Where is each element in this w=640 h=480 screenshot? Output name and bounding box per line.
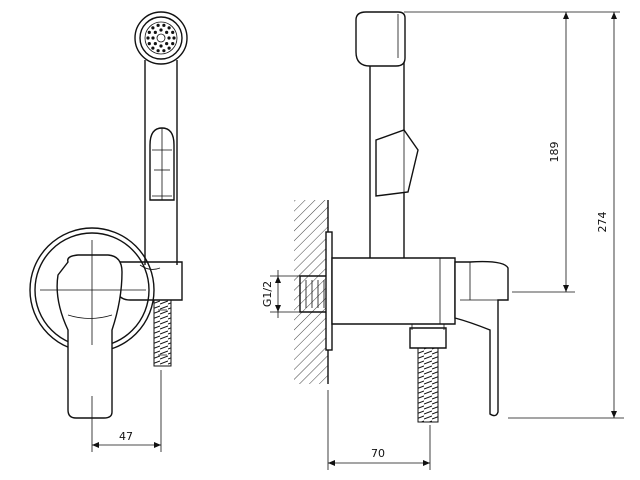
front-view: 47 [29,11,188,452]
shower-head-side [355,11,406,67]
mixer-lever-front [56,254,123,419]
nozzle-dot [162,49,166,53]
nozzle-dot [153,42,157,46]
shower-head-front [134,11,188,65]
nozzle-dot [159,28,163,32]
nozzle-dot [171,30,175,34]
hose-front [153,299,172,367]
mixer-lever-side [454,260,509,417]
thread-label: G1/2 [261,281,274,307]
dimension-70: 70 [327,390,431,470]
nozzle-dot [156,49,160,53]
dimension-274: 274 [508,12,624,419]
nozzle-dot [171,42,175,46]
dim-274-label: 274 [596,212,609,233]
nozzle-dot [151,46,155,50]
valve-body-side [331,257,456,325]
nozzle-dot [146,36,150,40]
trigger-side [375,129,419,197]
wall-section [294,200,328,384]
hose-side [417,347,439,423]
nozzle-dot [153,30,157,34]
nozzle-dot [172,36,176,40]
nozzle-dot [167,46,171,50]
nozzle-dot [167,36,171,40]
handle-body-front [144,60,178,265]
dim-47-label: 47 [119,430,133,443]
nozzle-dot [167,26,171,30]
dim-189-label: 189 [548,142,561,163]
dimension-thread: G1/2 [261,270,300,318]
nozzle-dot [159,44,163,48]
nozzle-dot [165,30,169,34]
hose-connector-side [409,327,447,349]
nozzle-dot [162,23,166,27]
nozzle-ring [146,23,176,53]
nozzle-dot [156,23,160,27]
nozzle-dot [151,36,155,40]
nozzle-dot [165,42,169,46]
dimension-189: 189 [404,11,620,293]
dimension-47: 47 [91,370,162,452]
nozzle-dot [147,42,151,46]
dim-70-label: 70 [371,447,385,460]
nozzle-dot [151,26,155,30]
side-view: 70 G1/2 189 274 [261,11,624,470]
nozzle-dot [147,30,151,34]
